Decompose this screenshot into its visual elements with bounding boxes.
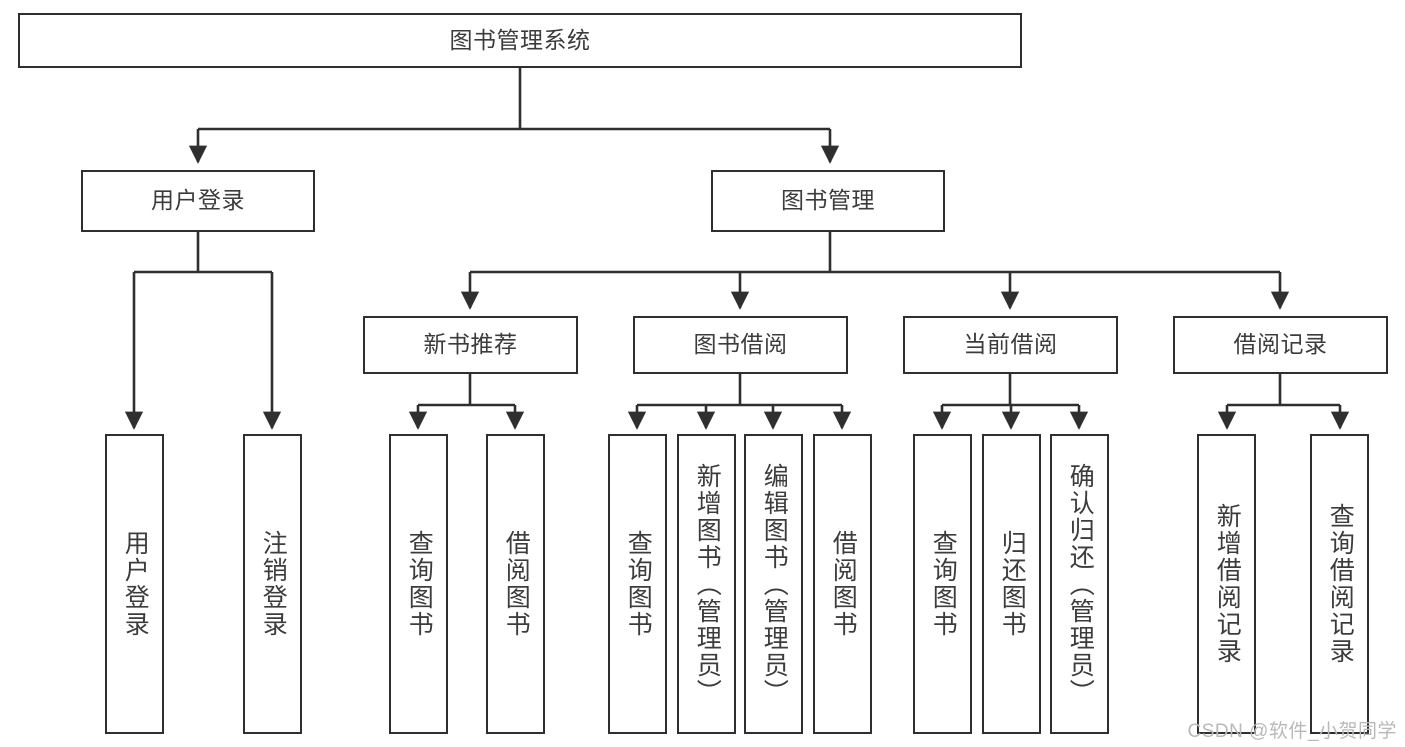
node-user-login-label: 用户登录: [151, 187, 245, 214]
node-leaf-borrow-book-1-label: 借阅图书: [502, 530, 531, 638]
node-leaf-query-book-2-label: 查询图书: [624, 530, 653, 638]
node-current-borrow-label: 当前借阅: [963, 331, 1058, 358]
node-leaf-logout-login-label: 注销登录: [259, 530, 288, 638]
node-book-borrow-label: 图书借阅: [693, 331, 788, 358]
node-borrow-record-label: 借阅记录: [1233, 331, 1328, 358]
node-leaf-borrow-book-2[interactable]: 借阅图书: [813, 434, 872, 734]
node-leaf-edit-book-label: 编辑图书（管理员）: [760, 462, 789, 706]
node-leaf-return-book[interactable]: 归还图书: [982, 434, 1041, 734]
node-leaf-user-login-label: 用户登录: [121, 530, 150, 638]
node-leaf-borrow-book-1[interactable]: 借阅图书: [486, 434, 545, 734]
node-leaf-confirm-return[interactable]: 确认归还（管理员）: [1050, 434, 1109, 734]
node-user-login[interactable]: 用户登录: [81, 170, 315, 232]
node-leaf-add-book[interactable]: 新增图书（管理员）: [677, 434, 736, 734]
node-leaf-user-login[interactable]: 用户登录: [105, 434, 164, 734]
node-root-system-label: 图书管理系统: [449, 26, 591, 53]
node-leaf-query-book-3[interactable]: 查询图书: [913, 434, 972, 734]
node-leaf-query-record[interactable]: 查询借阅记录: [1310, 434, 1369, 734]
node-book-manage[interactable]: 图书管理: [711, 170, 945, 232]
node-leaf-query-record-label: 查询借阅记录: [1326, 503, 1355, 665]
node-borrow-record[interactable]: 借阅记录: [1173, 316, 1388, 374]
node-leaf-query-book-1-label: 查询图书: [405, 530, 434, 638]
node-leaf-query-book-1[interactable]: 查询图书: [389, 434, 448, 734]
node-leaf-add-record-label: 新增借阅记录: [1213, 503, 1242, 665]
node-leaf-add-book-label: 新增图书（管理员）: [693, 462, 722, 706]
node-current-borrow[interactable]: 当前借阅: [903, 316, 1118, 374]
node-leaf-add-record[interactable]: 新增借阅记录: [1197, 434, 1256, 734]
node-new-book-recommend[interactable]: 新书推荐: [363, 316, 578, 374]
node-leaf-borrow-book-2-label: 借阅图书: [829, 530, 858, 638]
csdn-watermark: CSDN @软件_小贺同学: [1187, 721, 1397, 742]
node-leaf-query-book-3-label: 查询图书: [929, 530, 958, 638]
node-leaf-confirm-return-label: 确认归还（管理员）: [1066, 462, 1095, 706]
node-leaf-edit-book[interactable]: 编辑图书（管理员）: [744, 434, 803, 734]
node-leaf-return-book-label: 归还图书: [998, 530, 1027, 638]
node-root-system[interactable]: 图书管理系统: [18, 13, 1022, 68]
node-leaf-logout-login[interactable]: 注销登录: [243, 434, 302, 734]
node-book-borrow[interactable]: 图书借阅: [633, 316, 848, 374]
node-leaf-query-book-2[interactable]: 查询图书: [608, 434, 667, 734]
node-book-manage-label: 图书管理: [781, 187, 875, 214]
node-new-book-recommend-label: 新书推荐: [423, 331, 518, 358]
